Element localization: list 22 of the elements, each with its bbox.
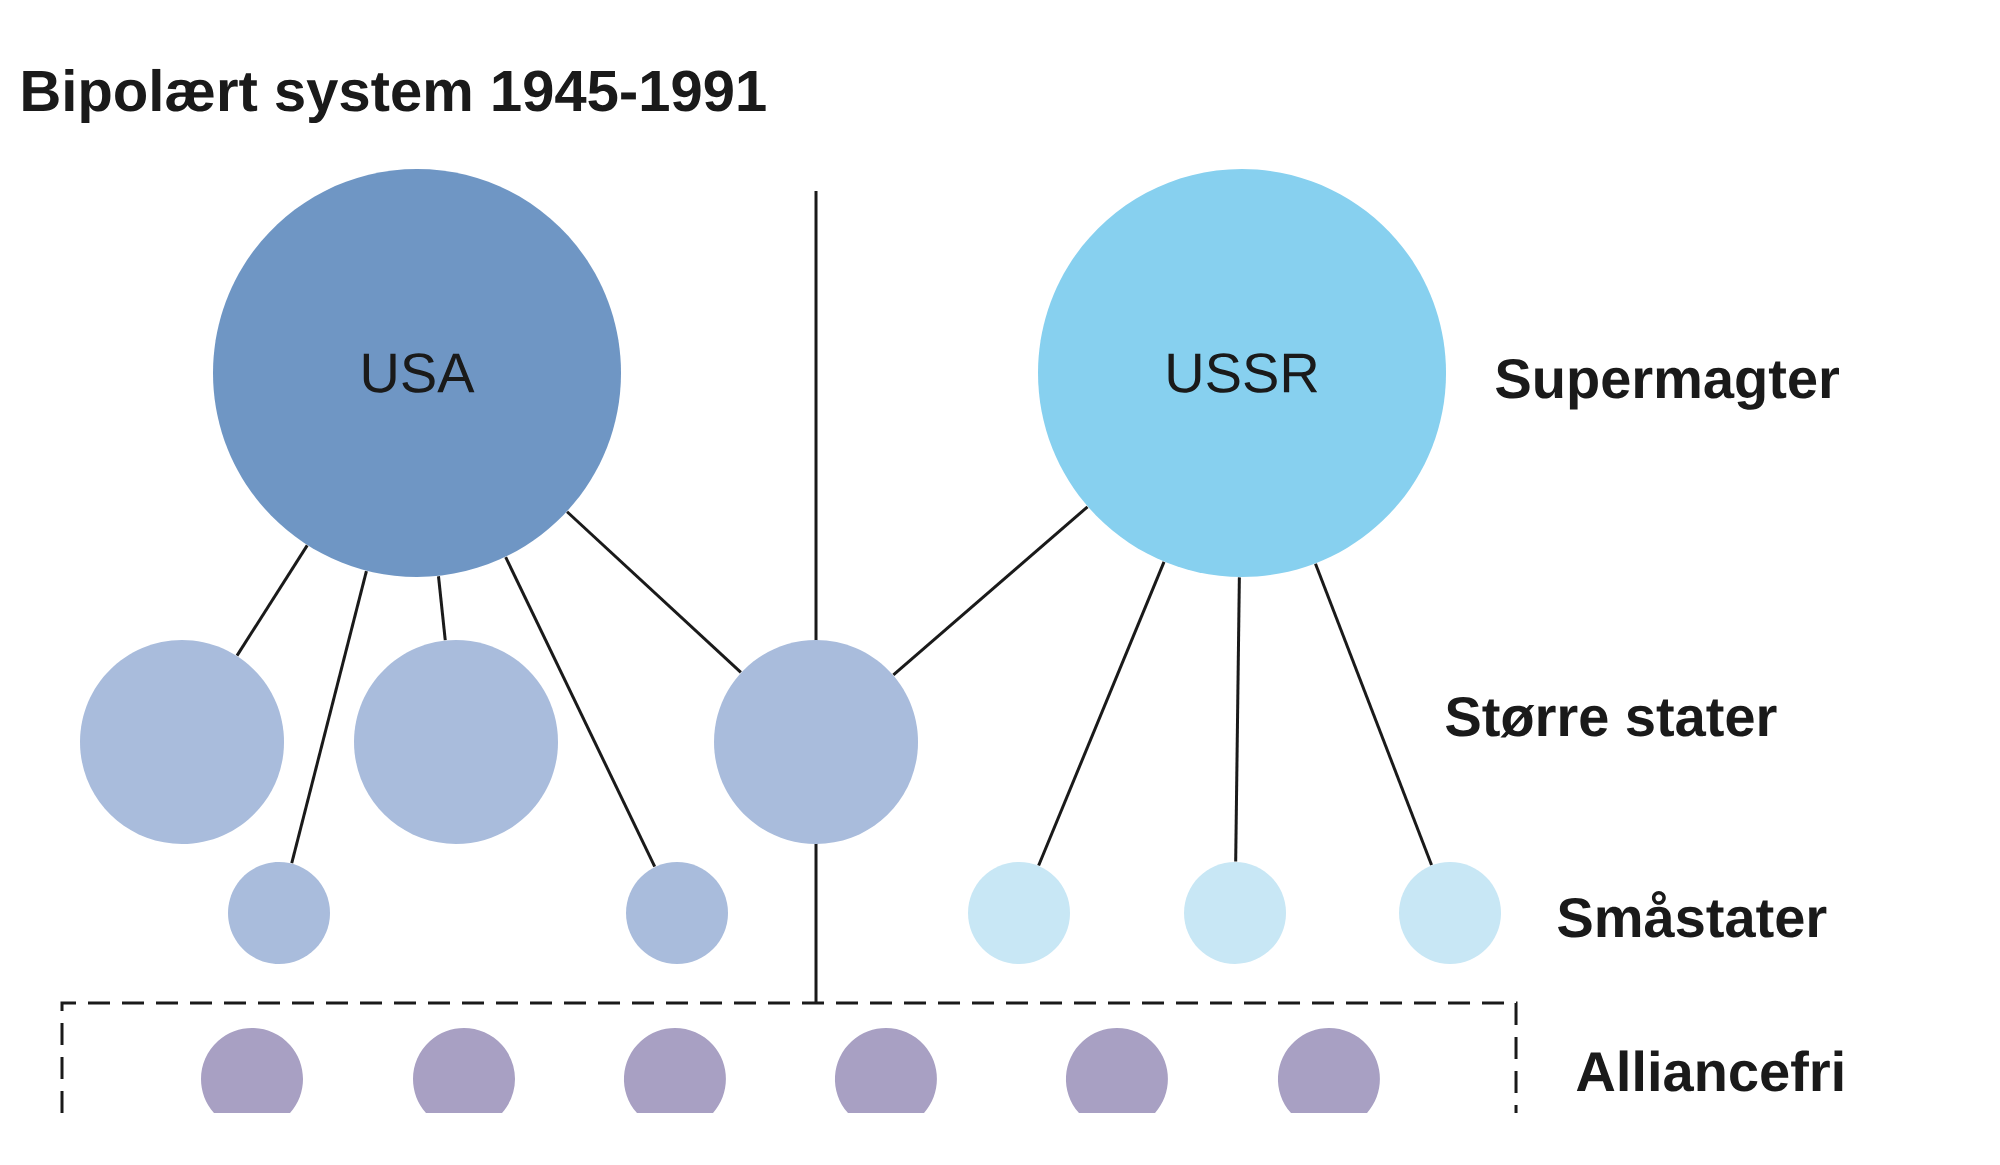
row-label: Småstater xyxy=(1558,890,1827,938)
title: Bipolært system 1945-1991 xyxy=(23,68,766,123)
dashed-frame xyxy=(60,1001,1518,1113)
connector-line xyxy=(235,544,309,657)
row-label: Større stater xyxy=(1446,696,1777,738)
state-circle xyxy=(626,862,728,964)
connector-line xyxy=(1314,563,1433,866)
connector-line xyxy=(566,510,742,674)
row-label: Alliancefri xyxy=(1576,1050,1843,1092)
connector-line xyxy=(1037,561,1166,867)
connector-line xyxy=(1234,577,1241,862)
state-circle xyxy=(968,862,1070,964)
state-circle xyxy=(1399,862,1501,964)
state-circle xyxy=(354,640,558,844)
connector-line xyxy=(892,505,1089,677)
state-circle xyxy=(1184,862,1286,964)
connector-line xyxy=(290,570,368,864)
state-circle xyxy=(80,640,284,844)
state-circle xyxy=(228,862,330,964)
connector-line xyxy=(437,576,447,641)
state-circle xyxy=(714,640,918,844)
connector-line xyxy=(504,556,657,868)
